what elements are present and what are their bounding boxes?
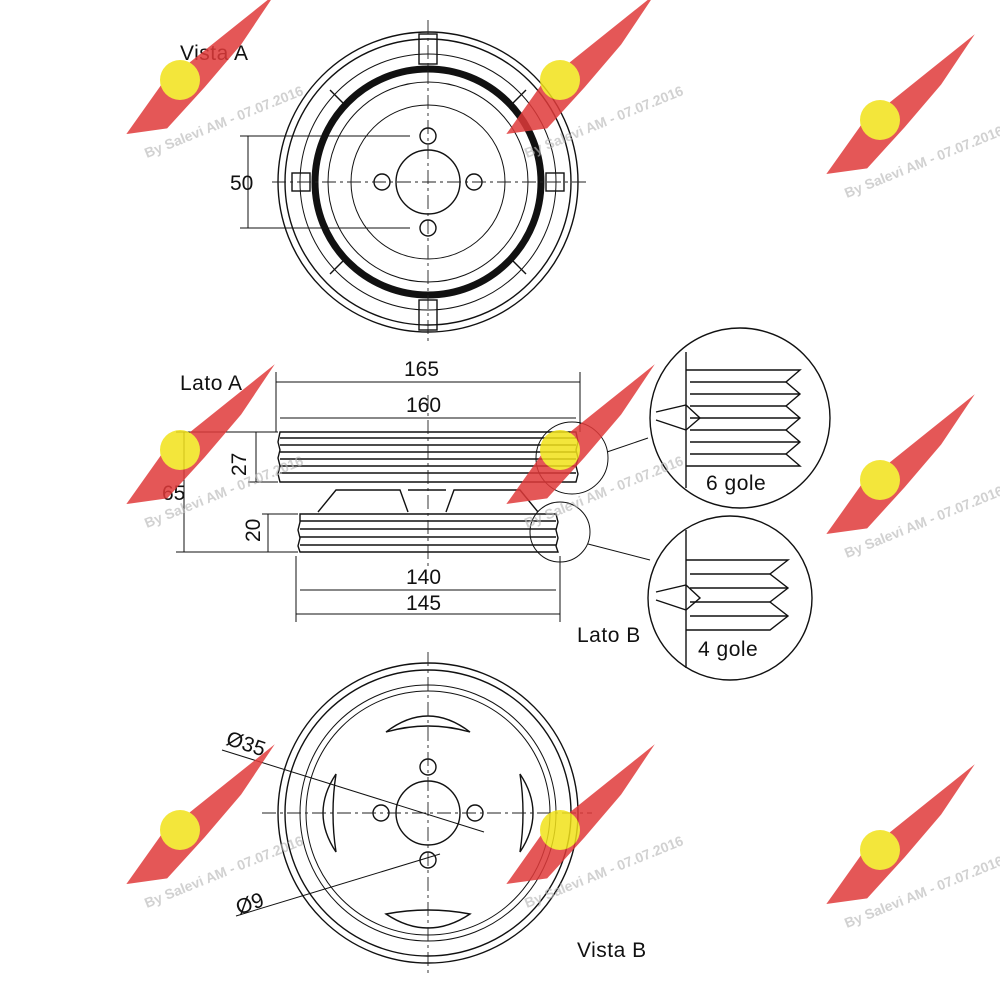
view-a: Vista A 50 (180, 20, 590, 342)
watermark-wing (126, 0, 275, 135)
view-b-cutout (385, 715, 471, 733)
watermark-logo: By Salevi AM - 07.07.2016 (826, 34, 1000, 201)
watermark-logo: By Salevi AM - 07.07.2016 (506, 364, 686, 531)
view-b-label: Vista B (577, 939, 647, 962)
view-a-notch (510, 89, 527, 106)
watermark-badge (160, 430, 200, 470)
callout-b (529, 501, 591, 563)
side-b-pulley (297, 513, 559, 553)
callout-b-leader (587, 543, 651, 561)
side-view: Lato A Lato B 165 160 (162, 358, 651, 647)
view-a-tab (545, 172, 565, 192)
detail-b: 4 gole (647, 515, 813, 681)
dim-height-a: 27 (228, 453, 251, 476)
watermark-logo: By Salevi AM - 07.07.2016 (126, 744, 306, 911)
dim-width-b-outer: 145 (406, 592, 441, 615)
watermark-wing (126, 744, 275, 885)
detail-a-zigzag (655, 404, 702, 431)
side-b-label: Lato B (577, 624, 641, 647)
watermark-logo: By Salevi AM - 07.07.2016 (826, 394, 1000, 561)
view-a-notch (329, 258, 346, 275)
watermark-badge (540, 430, 580, 470)
watermark-logo: By Salevi AM - 07.07.2016 (506, 0, 686, 161)
watermark-wing (506, 0, 655, 135)
watermark-badge (160, 810, 200, 850)
side-web-right (445, 489, 539, 513)
watermark-wing (126, 364, 275, 505)
detail-a-circle (649, 327, 831, 509)
view-b-cutout (384, 909, 472, 929)
view-a-notch (329, 89, 346, 106)
dim-width-a-inner: 160 (406, 394, 441, 417)
watermark-wing (506, 364, 655, 505)
callout-a (535, 421, 609, 495)
side-a-label: Lato A (180, 372, 243, 395)
detail-b-label: 4 gole (698, 638, 758, 661)
detail-a: 6 gole (649, 327, 831, 509)
watermark-logo: By Salevi AM - 07.07.2016 (506, 744, 686, 911)
view-b-cutout (322, 773, 337, 853)
dim-width-b-inner: 140 (406, 566, 441, 589)
watermark-badge (540, 60, 580, 100)
watermark-logo: By Salevi AM - 07.07.2016 (826, 764, 1000, 931)
detail-b-zigzag (655, 584, 702, 611)
watermark-logo: By Salevi AM - 07.07.2016 (126, 0, 306, 161)
dim-width-a-outer: 165 (404, 358, 439, 381)
watermark-badge (860, 100, 900, 140)
dim-hole-leader (235, 853, 441, 917)
watermark-badge (540, 810, 580, 850)
watermark-badge (160, 60, 200, 100)
watermark-wing (826, 394, 975, 535)
watermark-badge (860, 460, 900, 500)
watermark-wing (826, 764, 975, 905)
watermark-wing (826, 34, 975, 175)
view-b-cutout (519, 773, 534, 853)
view-a-notch (510, 258, 527, 275)
watermark-wing (506, 744, 655, 885)
detail-b-teeth (686, 559, 791, 631)
dim-hub-leader (221, 749, 485, 833)
dim-bolt-circle: 50 (230, 172, 253, 195)
callout-a-leader (606, 437, 649, 453)
dim-hole-diameter: Ø9 (233, 889, 267, 920)
side-web-left (317, 489, 409, 513)
dim-height-b: 20 (242, 519, 265, 542)
detail-a-label: 6 gole (706, 472, 766, 495)
detail-b-circle (647, 515, 813, 681)
watermark-badge (860, 830, 900, 870)
